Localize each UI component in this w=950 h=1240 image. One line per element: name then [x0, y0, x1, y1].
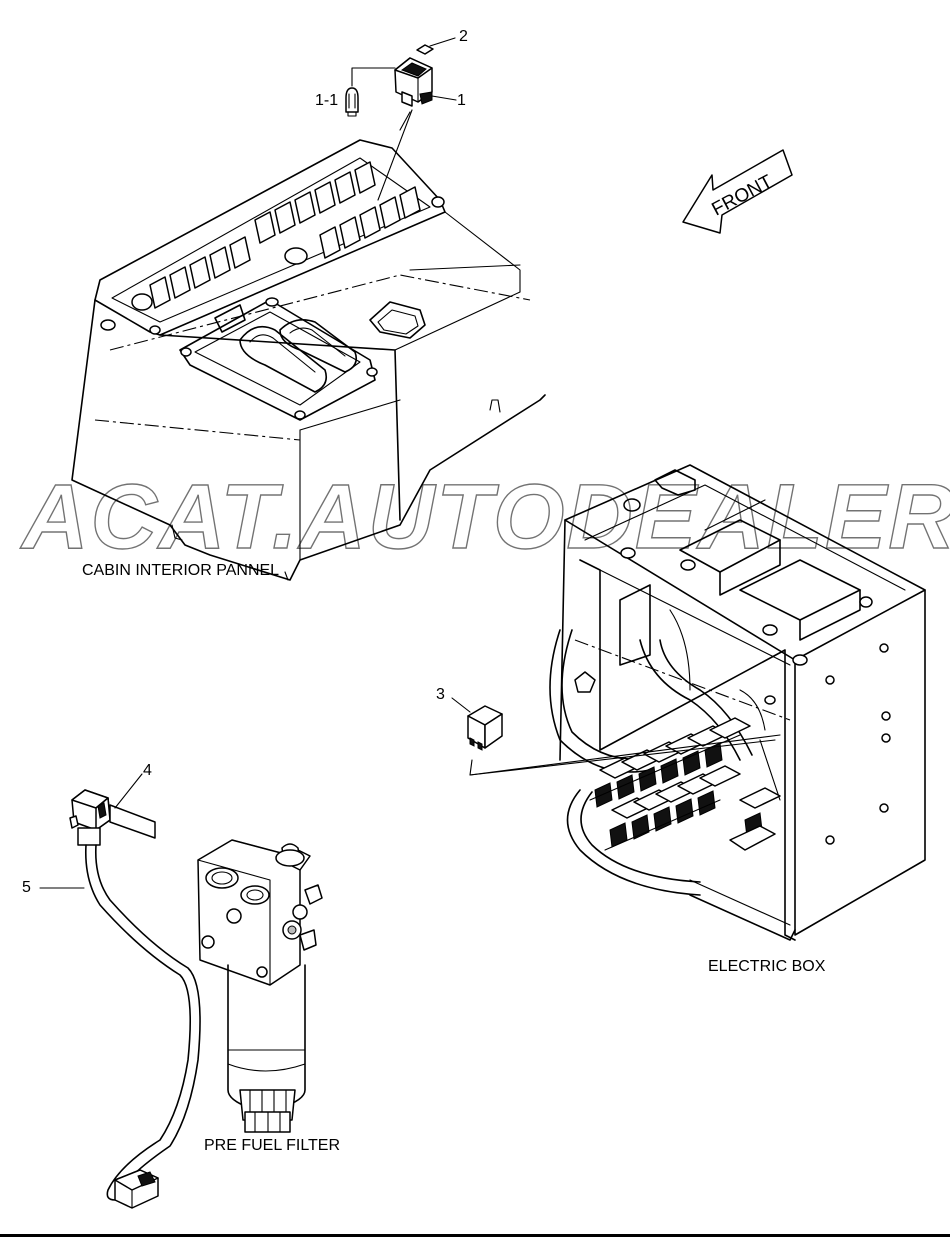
electric-box-label: ELECTRIC BOX — [708, 958, 826, 975]
rocker-switch-assembly — [345, 37, 457, 201]
electric-box — [549, 464, 926, 941]
watermark-upper: ACAT.AUTODEALER.RU — [20, 466, 950, 568]
cabin-interior-panel — [71, 139, 546, 581]
vent-slots — [149, 161, 421, 309]
callout-1: 1 — [457, 92, 466, 109]
pre-fuel-filter — [197, 839, 323, 1133]
pre-fuel-filter-label: PRE FUEL FILTER — [204, 1137, 341, 1154]
control-pad — [179, 297, 378, 421]
callout-2: 2 — [459, 28, 468, 45]
water-sensor — [69, 773, 156, 846]
front-arrow-icon: FRONT — [682, 149, 793, 234]
callout-4: 4 — [143, 762, 152, 779]
cabin-interior-panel-label: CABIN INTERIOR PANNEL — [82, 562, 280, 579]
relay-block — [589, 717, 781, 851]
relay-part — [451, 697, 781, 776]
callout-3: 3 — [436, 686, 445, 703]
callout-1-1: 1-1 — [315, 92, 339, 109]
callout-5: 5 — [22, 879, 31, 896]
wire-harness — [39, 844, 201, 1209]
page-bottom-border — [0, 1234, 950, 1237]
